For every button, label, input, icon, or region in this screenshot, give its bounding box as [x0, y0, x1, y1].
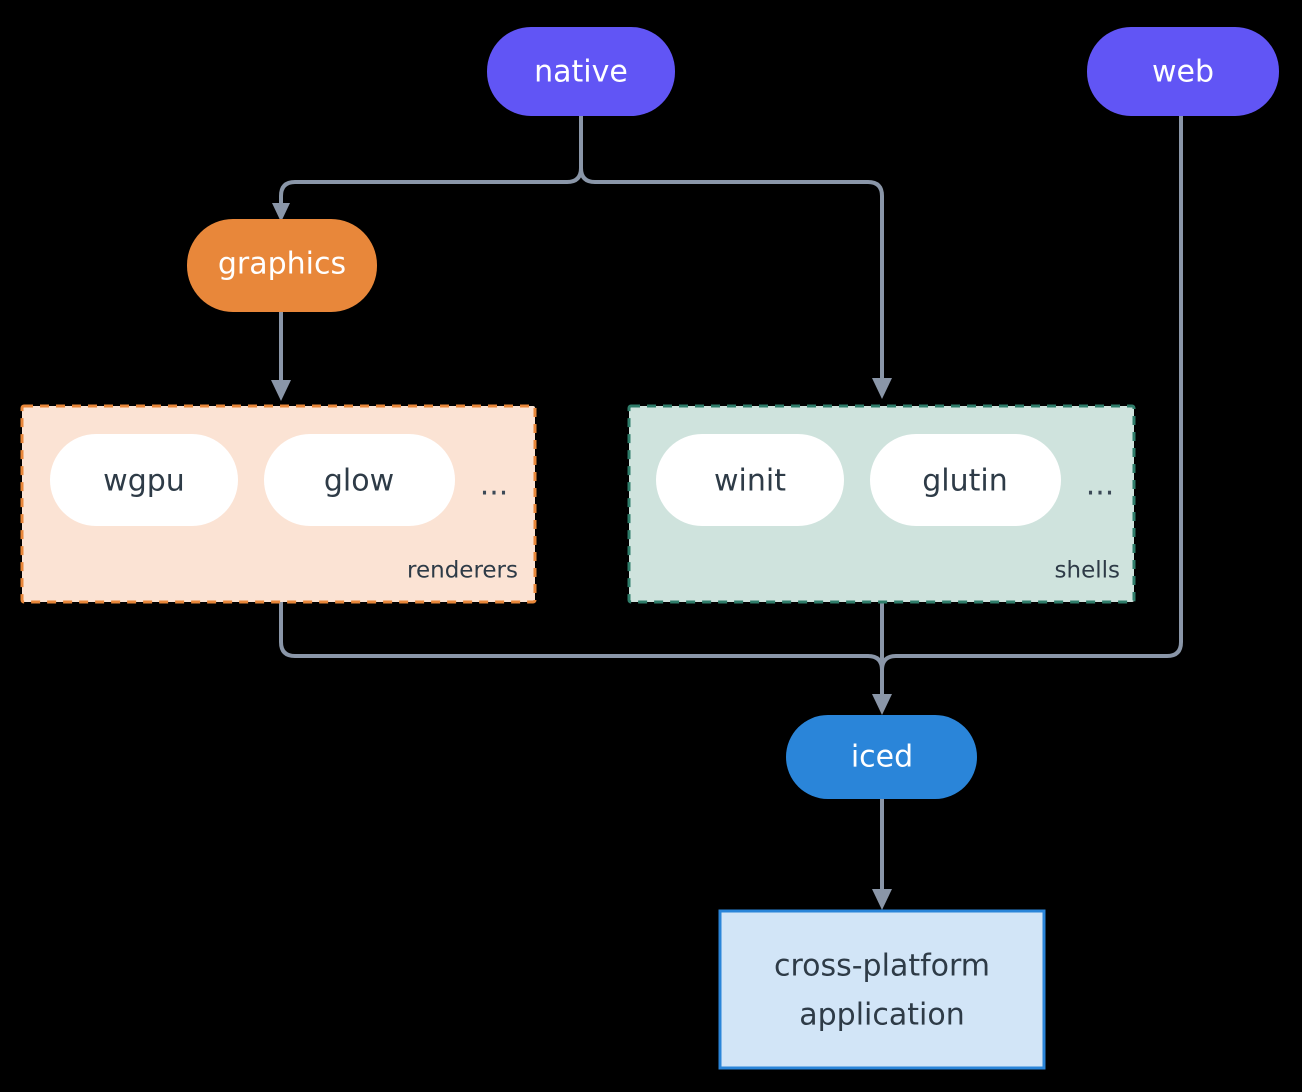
- arrowhead-to-renderers: [271, 380, 291, 401]
- node-native-shape[interactable]: [487, 27, 675, 116]
- node-application-label-line-2: application: [799, 998, 964, 1033]
- node-graphics-label: graphics: [218, 247, 346, 282]
- renderers-item-wgpu-label: wgpu: [103, 464, 185, 499]
- node-application[interactable]: cross-platform application: [718, 909, 1046, 1070]
- renderers-overflow-ellipsis: ...: [480, 468, 509, 503]
- shells-item-glutin[interactable]: [870, 434, 1061, 526]
- arrowhead-to-graphics: [272, 203, 290, 222]
- node-iced-shape[interactable]: [786, 715, 977, 799]
- node-native[interactable]: native: [487, 27, 675, 116]
- edge-layer: [271, 116, 1183, 910]
- node-application-label-line-1: cross-platform: [774, 949, 990, 984]
- edge-native-bus: [579, 116, 884, 379]
- shells-item-winit-label: winit: [714, 464, 786, 499]
- group-shells: winit glutin ... shells: [627, 404, 1136, 604]
- renderers-caption: renderers: [407, 558, 518, 584]
- node-graphics[interactable]: graphics: [187, 219, 377, 312]
- node-application-shape[interactable]: [718, 909, 1046, 1070]
- edge-web-bus: [880, 116, 1183, 697]
- node-iced[interactable]: iced: [786, 715, 977, 799]
- node-web-shape[interactable]: [1087, 27, 1279, 116]
- shells-item-winit[interactable]: [656, 434, 844, 526]
- edge-native-bus-left: [279, 167, 583, 211]
- renderers-item-glow-label: glow: [324, 464, 394, 499]
- node-web-label: web: [1152, 55, 1214, 90]
- arrowhead-to-application: [872, 889, 892, 910]
- shells-caption: shells: [1055, 558, 1120, 584]
- node-graphics-shape[interactable]: [187, 219, 377, 312]
- shells-item-glutin-label: glutin: [922, 464, 1008, 499]
- node-iced-label: iced: [851, 740, 913, 775]
- renderers-item-glow[interactable]: [264, 434, 455, 526]
- edge-renderers-bus: [279, 602, 884, 697]
- group-renderers: wgpu glow ... renderers: [20, 404, 537, 604]
- shells-overflow-ellipsis: ...: [1086, 468, 1115, 503]
- node-web[interactable]: web: [1087, 27, 1279, 116]
- arrowhead-to-iced: [872, 694, 892, 715]
- node-native-label: native: [534, 55, 628, 90]
- arrowhead-to-shells: [872, 378, 892, 399]
- renderers-item-wgpu[interactable]: [50, 434, 238, 526]
